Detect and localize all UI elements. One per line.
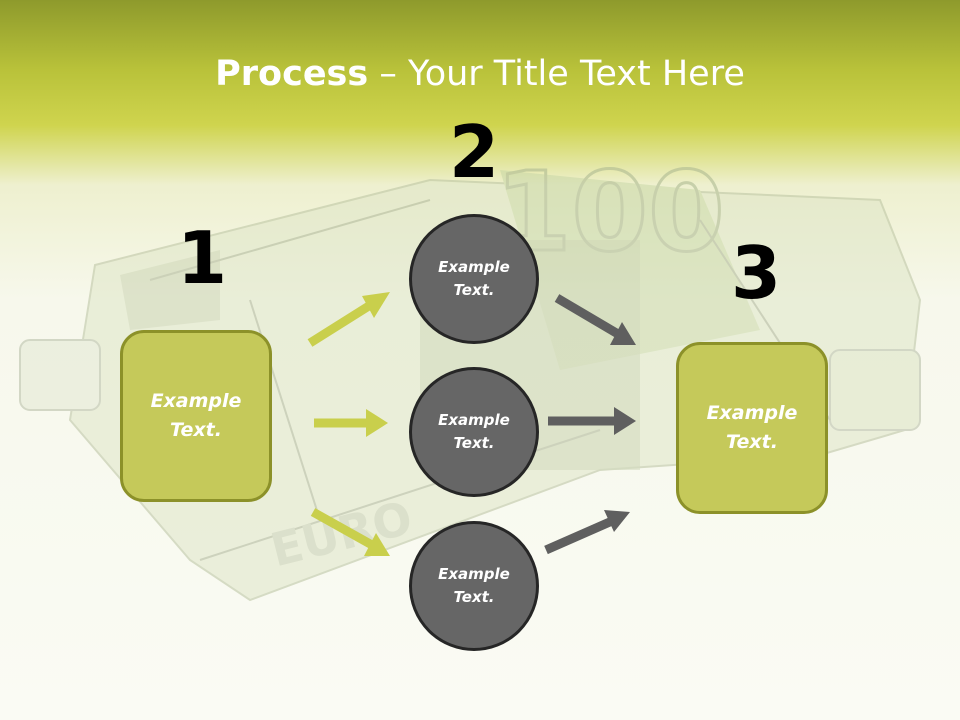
middle-circle-1-text: Example Text. (438, 258, 510, 299)
step-3-text: Example Text. (706, 402, 798, 453)
step-number-2: 2 (449, 110, 500, 194)
step-number-1: 1 (177, 216, 228, 300)
arrow-right-icon (544, 510, 630, 555)
step-1-box: Example Text. (120, 330, 272, 502)
arrow-right-icon (307, 292, 390, 347)
step-number-3: 3 (731, 231, 782, 315)
arrow-right-icon (554, 294, 636, 345)
arrow-right-icon (548, 407, 636, 435)
step-3-box: Example Text. (676, 342, 828, 514)
middle-circle-3: Example Text. (409, 521, 539, 651)
middle-circle-2: Example Text. (409, 367, 539, 497)
middle-circle-1: Example Text. (409, 214, 539, 344)
middle-circle-2-text: Example Text. (438, 411, 510, 452)
arrow-right-icon (310, 508, 390, 556)
slide-title: Process – Your Title Text Here (0, 52, 960, 96)
middle-circle-3-text: Example Text. (438, 565, 510, 606)
title-bold: Process (215, 54, 369, 94)
title-rest: – Your Title Text Here (368, 54, 745, 94)
arrow-right-icon (314, 409, 388, 437)
step-1-text: Example Text. (150, 390, 242, 441)
